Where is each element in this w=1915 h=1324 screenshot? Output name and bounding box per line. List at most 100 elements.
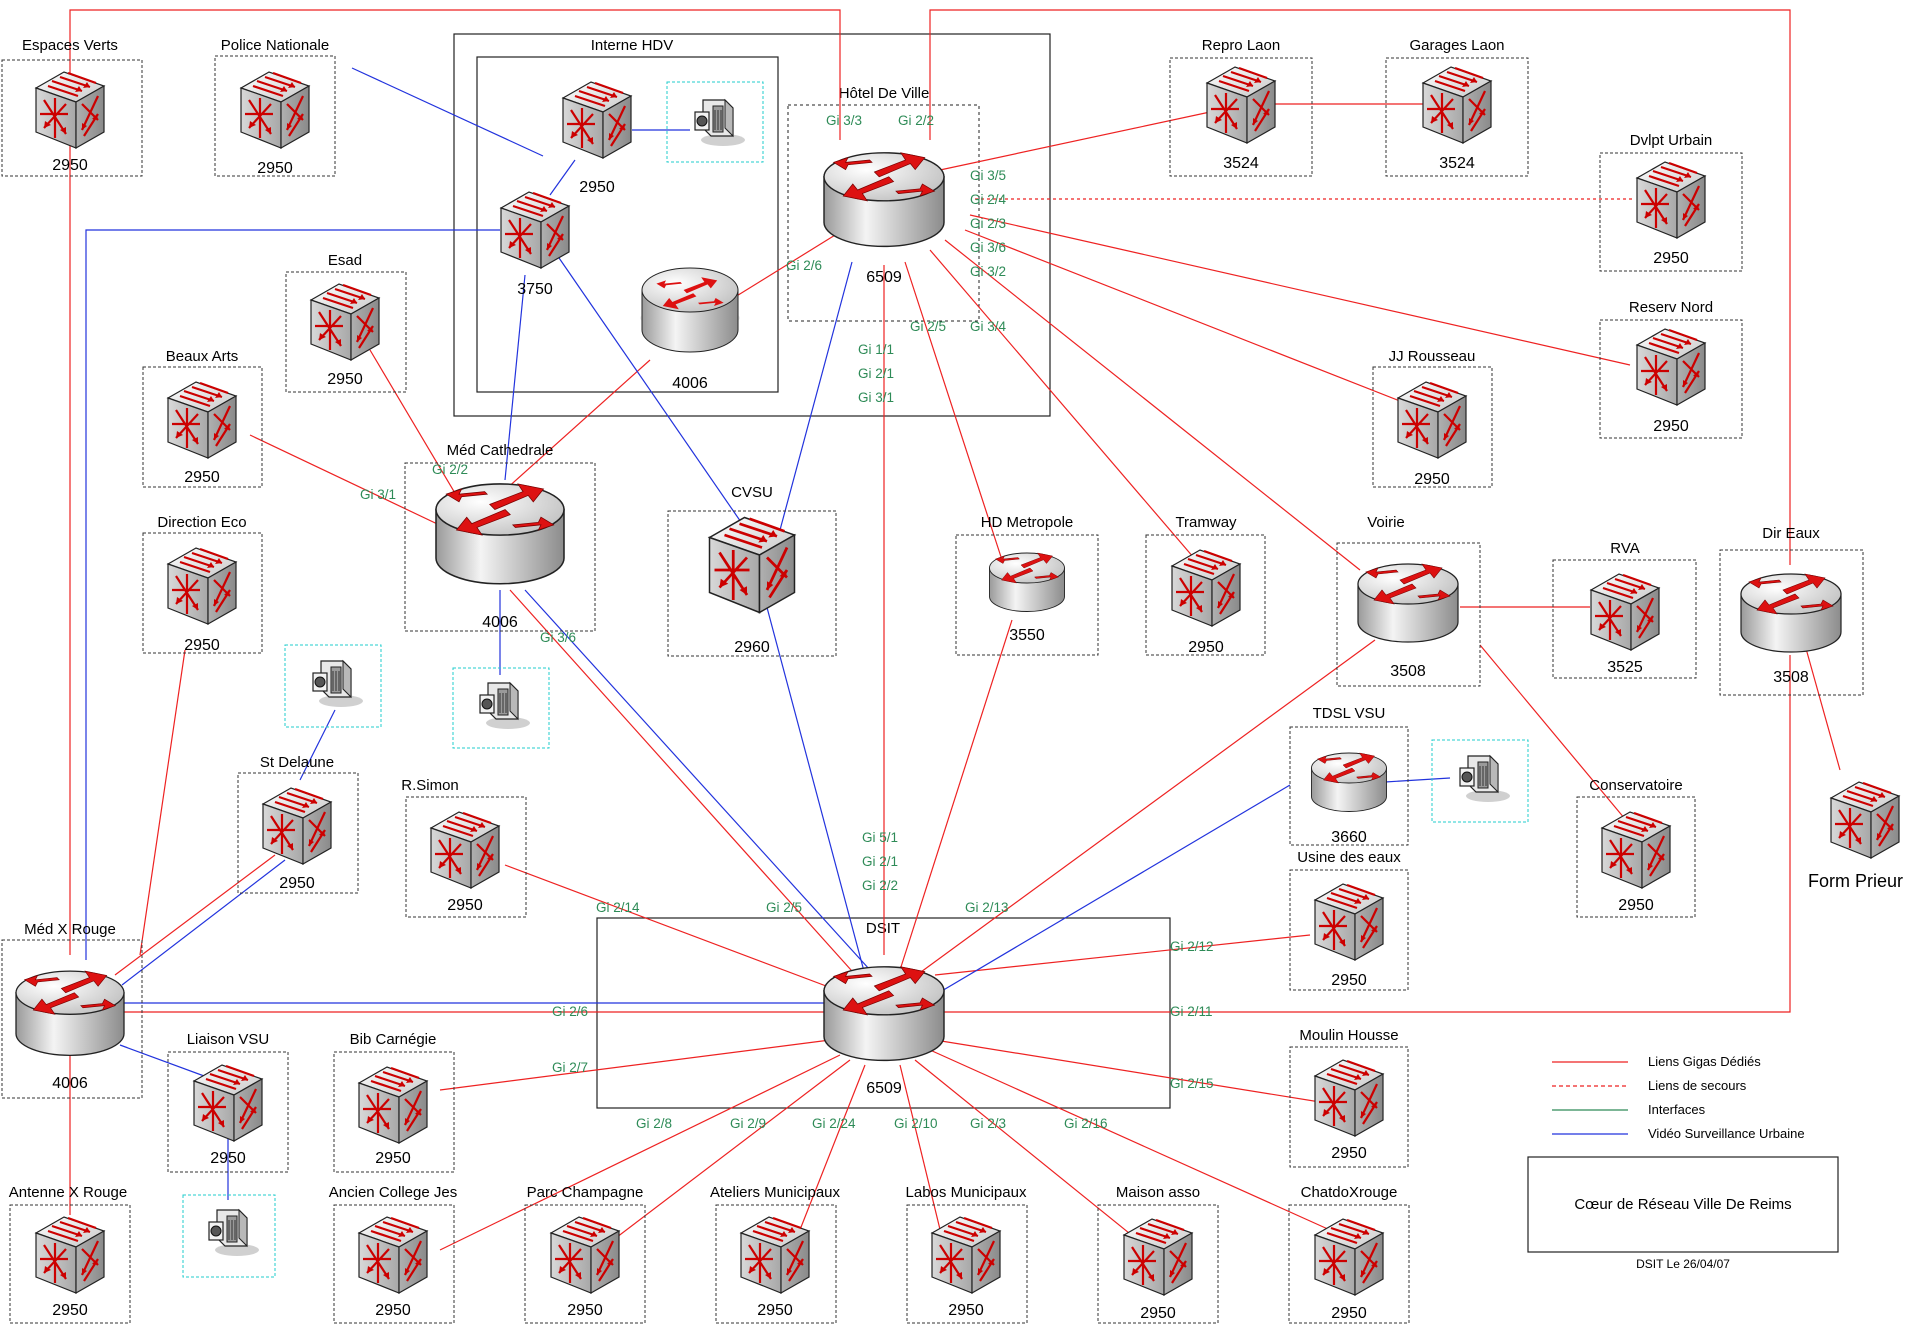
link-police-3750 (351, 67, 544, 157)
device-r-simon[interactable]: R.Simon 2950 (401, 777, 527, 918)
device-model: 2950 (1618, 897, 1654, 914)
device-voirie[interactable]: Voirie 3508 (1336, 514, 1481, 687)
hotel-de-ville-title: Hôtel De Ville (839, 85, 930, 102)
port-label: Gi 2/5 (910, 319, 946, 334)
device-model: 2950 (279, 875, 315, 892)
device-antenne-x-rouge[interactable]: Antenne X Rouge 2950 (9, 1184, 131, 1324)
device-form-prieur[interactable]: Form Prieur (1808, 780, 1903, 891)
device-chatdoxrouge[interactable]: ChatdoXrouge 2950 (1288, 1184, 1410, 1324)
device-model: 2950 (757, 1302, 793, 1319)
device-direction-eco[interactable]: Direction Eco 2950 (142, 514, 263, 654)
device-dvlpt-urbain[interactable]: Dvlpt Urbain 2950 (1599, 132, 1743, 272)
link-hdv-4006 (734, 231, 841, 298)
device-label: Liaison VSU (187, 1031, 270, 1048)
device-liaison-vsu[interactable]: Liaison VSU 2950 (167, 1031, 289, 1173)
device-label: TDSL VSU (1313, 705, 1386, 722)
link-cvsu-hdv (779, 261, 853, 531)
device-police-nationale[interactable]: Police Nationale 2950 (214, 37, 336, 177)
camera-liaison (182, 1194, 276, 1278)
device-hdv-2950[interactable]: 2950 (561, 80, 633, 196)
device-label: Police Nationale (221, 37, 329, 54)
link-3750-cvsu (556, 254, 744, 526)
device-dir-eaux[interactable]: Dir Eaux 3508 (1719, 525, 1864, 696)
link-4006-cathedrale (504, 359, 651, 491)
port-label: Gi 2/15 (1170, 1076, 1214, 1091)
device-model: 2950 (184, 637, 220, 654)
link-cvsu-dsit (764, 599, 866, 976)
device-conservatoire[interactable]: Conservatoire 2950 (1576, 777, 1696, 918)
device-bib-carnegie[interactable]: Bib Carnégie 2950 (333, 1031, 455, 1173)
link-tdsl-cam (1384, 777, 1451, 783)
device-label: Ancien College Jes (329, 1184, 457, 1201)
device-model: 6509 (866, 1080, 902, 1097)
device-med-x-rouge[interactable]: Méd X Rouge 4006 (1, 921, 143, 1099)
camera-hdv (666, 81, 764, 163)
device-reserv-nord[interactable]: Reserv Nord 2950 (1599, 299, 1743, 439)
device-model: 2950 (1653, 250, 1689, 267)
device-label: Méd Cathedrale (447, 442, 554, 459)
device-parc-champagne[interactable]: Parc Champagne 2950 (524, 1184, 646, 1324)
port-label: Gi 2/4 (970, 192, 1007, 207)
device-hdv-6509[interactable]: 6509 (823, 152, 945, 286)
device-med-cathedrale[interactable]: Méd Cathedrale 4006 (404, 442, 596, 632)
link-medx-liaison (119, 1044, 216, 1081)
link-dsit-ateliers (791, 1064, 866, 1251)
port-label: Gi 2/10 (894, 1116, 938, 1131)
legend-label-video: Vidéo Surveillance Urbaine (1648, 1126, 1805, 1141)
device-ateliers-municipaux[interactable]: Ateliers Municipaux 2950 (710, 1184, 841, 1324)
device-garages-laon[interactable]: Garages Laon 3524 (1385, 37, 1529, 177)
device-model: 4006 (482, 614, 518, 631)
device-moulin-housse[interactable]: Moulin Housse 2950 (1289, 1027, 1409, 1168)
device-espaces-verts[interactable]: Espaces Verts 2950 (1, 37, 143, 177)
device-model: 2950 (184, 469, 220, 486)
port-label: Gi 1/1 (858, 342, 894, 357)
device-label: Esad (328, 252, 362, 269)
link-beauxarts-cathedrale (249, 434, 451, 531)
device-model: 2950 (375, 1302, 411, 1319)
device-rva[interactable]: RVA 3525 (1552, 540, 1697, 679)
link-dsit-bib (439, 1039, 831, 1091)
link-dsit-chatdo (929, 1049, 1331, 1231)
device-tdsl-vsu[interactable]: TDSL VSU 3660 (1289, 705, 1409, 846)
link-dsit-moulin (934, 1039, 1321, 1103)
device-repro-laon[interactable]: Repro Laon 3524 (1169, 37, 1313, 177)
link-hdv-hdmetro (904, 261, 1003, 561)
legend-label-dedicated: Liens Gigas Dédiés (1648, 1054, 1761, 1069)
device-label: Usine des eaux (1297, 849, 1401, 866)
legend-title-box (1527, 1156, 1839, 1253)
device-st-delaune[interactable]: St Delaune 2950 (237, 754, 359, 894)
device-model: 2950 (52, 1302, 88, 1319)
device-labos-municipaux[interactable]: Labos Municipaux 2950 (906, 1184, 1028, 1324)
device-label: Espaces Verts (22, 37, 118, 54)
device-label: Moulin Housse (1299, 1027, 1398, 1044)
device-ancien-college[interactable]: Ancien College Jes 2950 (329, 1184, 457, 1324)
device-jj-rousseau[interactable]: JJ Rousseau 2950 (1372, 348, 1493, 488)
device-beaux-arts[interactable]: Beaux Arts 2950 (142, 348, 263, 488)
device-tramway[interactable]: Tramway 2950 (1145, 514, 1266, 656)
device-esad[interactable]: Esad 2950 (285, 252, 407, 393)
device-hdv-4006[interactable]: 4006 (640, 267, 740, 392)
device-dsit-6509[interactable]: 6509 (823, 966, 945, 1097)
port-label: Gi 3/3 (826, 113, 862, 128)
port-label: Gi 3/4 (970, 319, 1007, 334)
device-usine-des-eaux[interactable]: Usine des eaux 2950 (1289, 849, 1409, 991)
legend-title: Cœur de Réseau Ville De Reims (1574, 1196, 1791, 1213)
port-label: Gi 2/1 (862, 854, 898, 869)
legend-label-backup: Liens de secours (1648, 1078, 1747, 1093)
device-model: 2950 (1653, 418, 1689, 435)
link-3750-2950 (549, 159, 576, 196)
device-model: 4006 (52, 1075, 88, 1092)
device-model: 3524 (1223, 155, 1259, 172)
device-cvsu[interactable]: CVSU 2960 (667, 484, 837, 657)
device-hd-metropole[interactable]: HD Metropole 3550 (955, 514, 1099, 656)
device-model: 2950 (1331, 972, 1367, 989)
device-model: 2950 (52, 157, 88, 174)
device-model: 2950 (948, 1302, 984, 1319)
device-label: Repro Laon (1202, 37, 1280, 54)
device-model: 3750 (517, 281, 553, 298)
device-maison-asso[interactable]: Maison asso 2950 (1097, 1184, 1219, 1324)
port-label: Gi 2/5 (766, 900, 802, 915)
link-hdv-repro (939, 111, 1211, 171)
device-hdv-3750[interactable]: 3750 (499, 190, 571, 298)
device-label: Beaux Arts (166, 348, 239, 365)
